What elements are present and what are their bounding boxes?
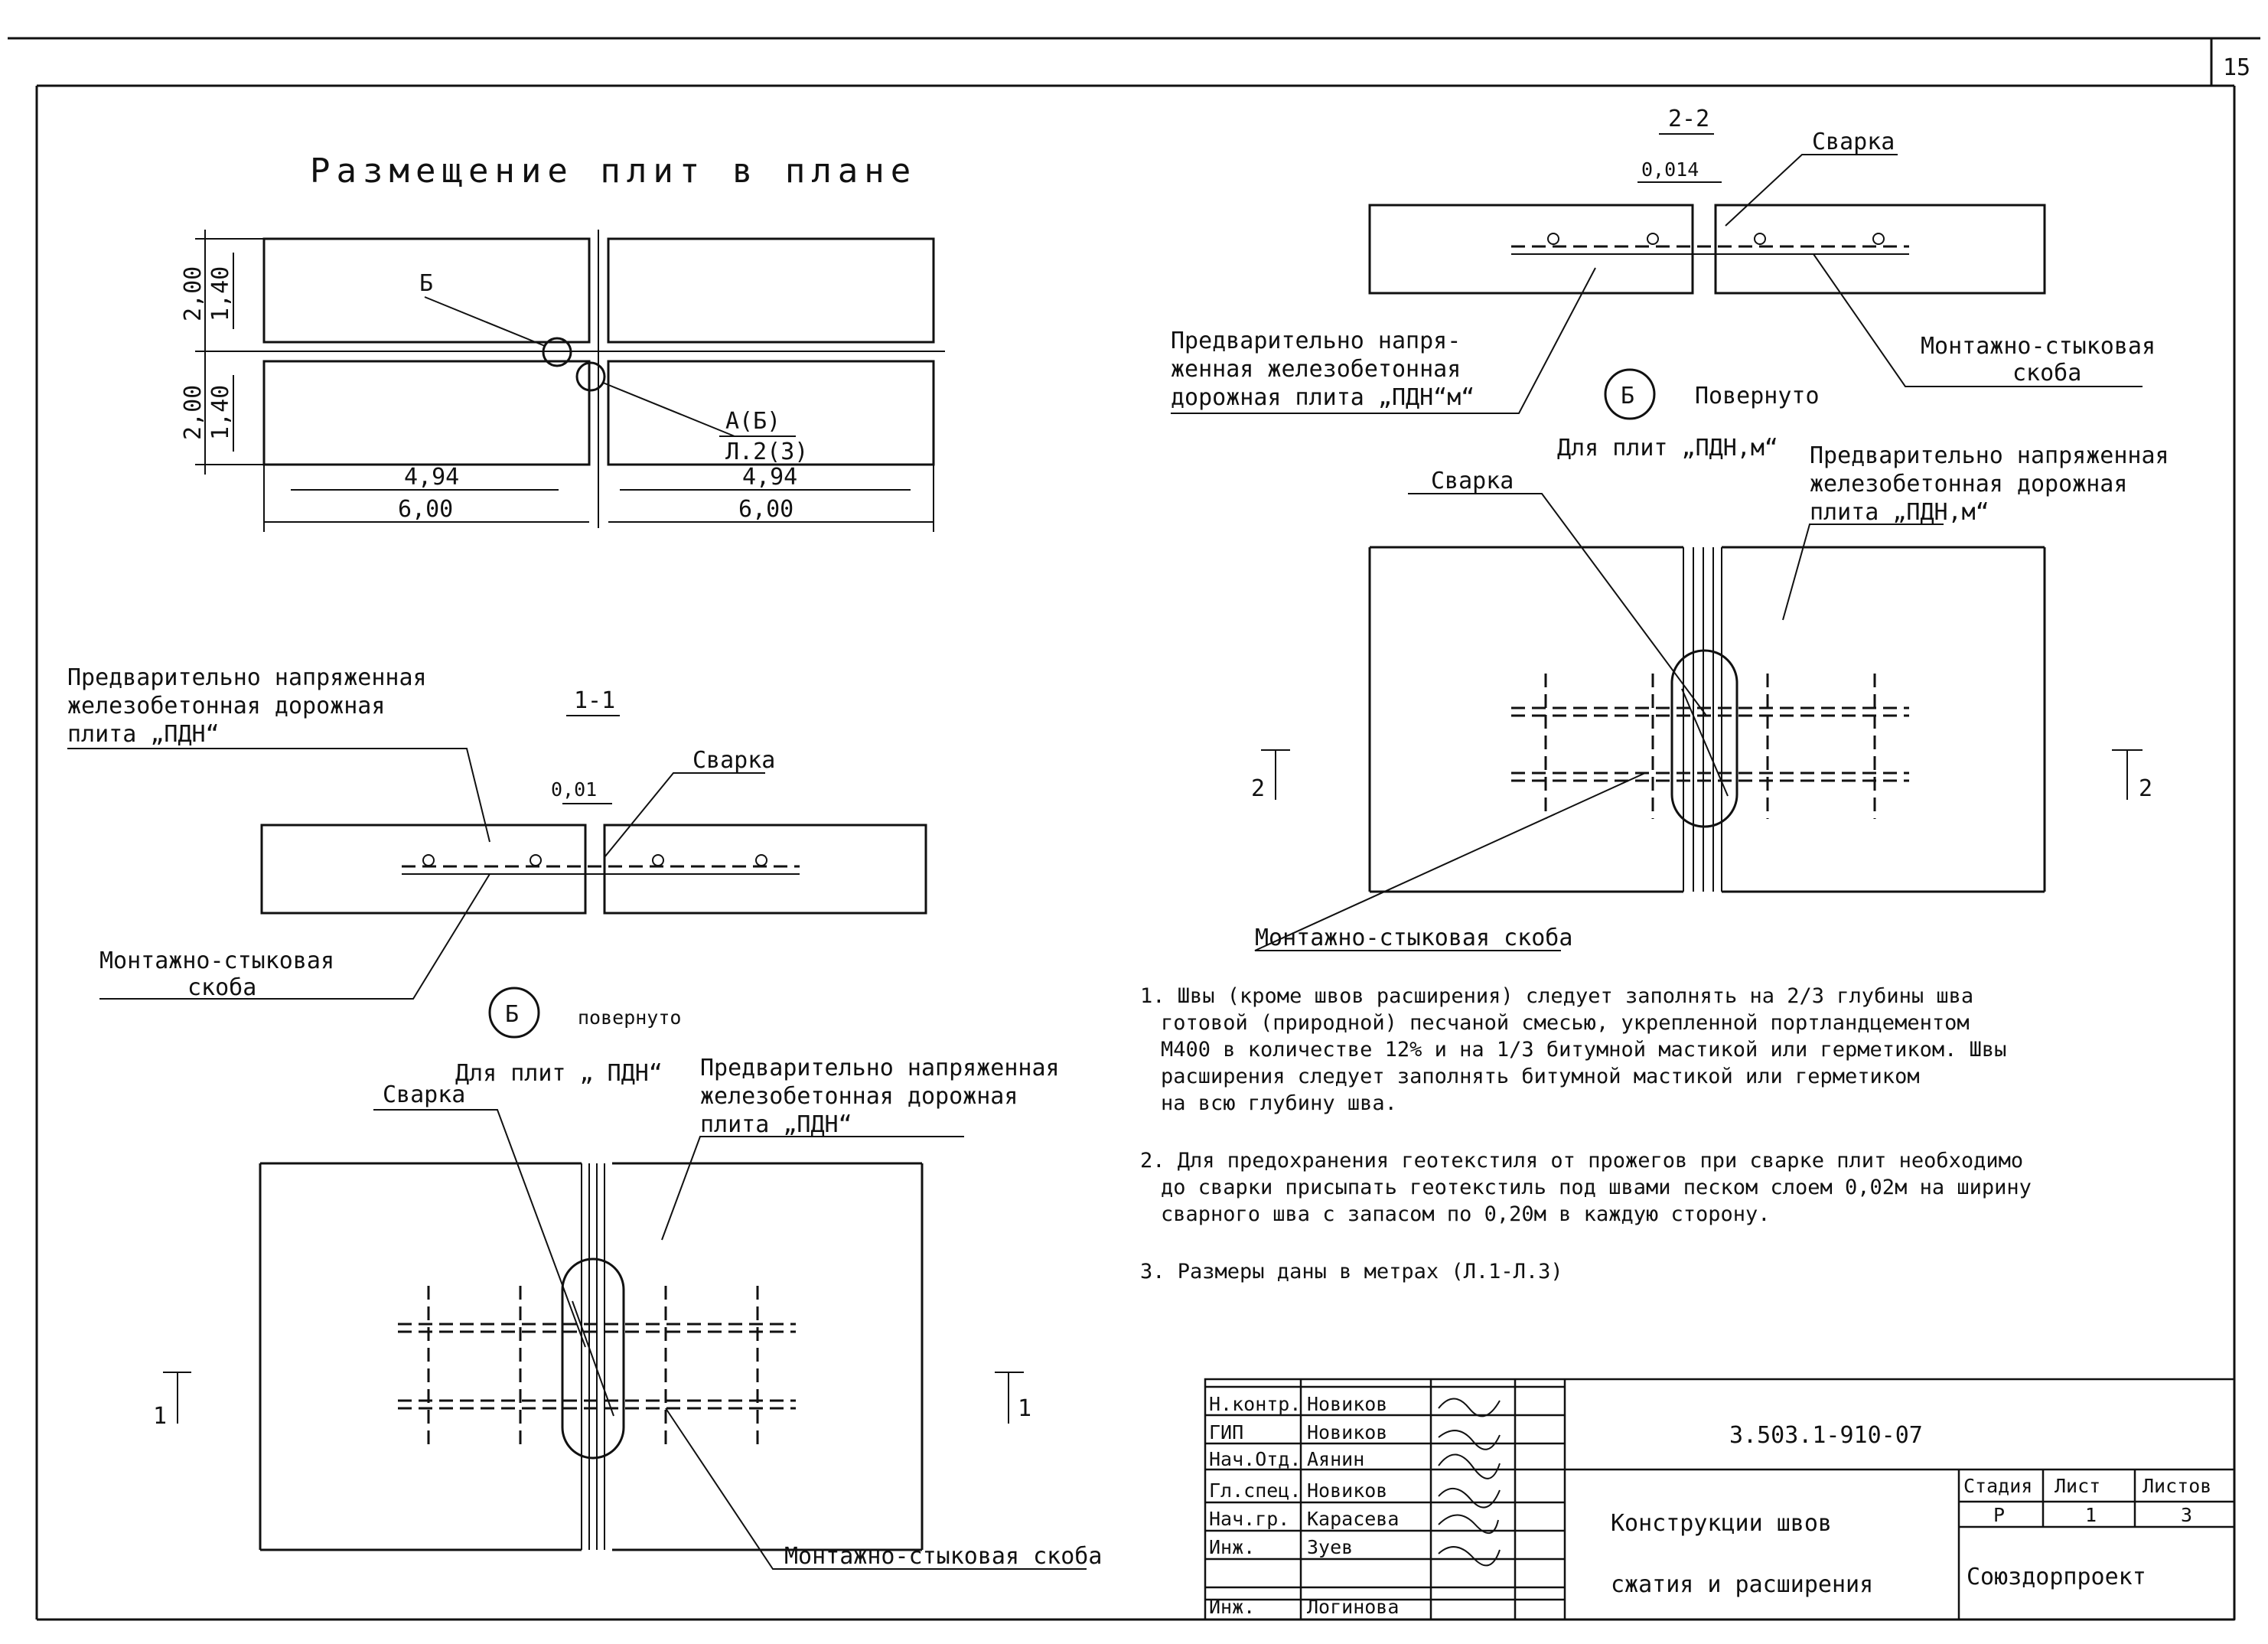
detail-b-pdn-bracket: Монтажно-стыковая скоба: [784, 1543, 1102, 1570]
section-2-2-title: 2-2: [1668, 106, 1709, 132]
role-4: Гл.спец.: [1209, 1479, 1301, 1502]
plan-dim-bottom-4: 6,00: [738, 496, 793, 523]
section-2-2-gap: 0,014: [1641, 158, 1699, 181]
section-2-2-plate-2: женная железобетонная: [1171, 356, 1461, 383]
role-3: Нач.Отд.: [1209, 1448, 1301, 1470]
plan-dim-left-2: 1,40: [207, 266, 234, 321]
plan-view: Размещение плит в плане 2,00 1,40 2,00 1…: [180, 152, 945, 532]
detail-b-pdn-rotated: повернуто: [578, 1006, 681, 1029]
role-6: Инж.: [1209, 1536, 1255, 1558]
note-1-line-4: расширения следует заполнять битумной ма…: [1161, 1065, 1920, 1088]
detail-b-pdn-plate-1: Предварительно напряженная: [700, 1055, 1060, 1081]
section-1-1-gap: 0,01: [551, 778, 597, 801]
plan-dim-left-4: 1,40: [207, 385, 234, 440]
drawing-title-1: Конструкции швов: [1611, 1510, 1832, 1537]
section-2-2-plate-3: дорожная плита „ПДН“м“: [1171, 384, 1475, 411]
section-2-2: 2-2 0,014 Сварка Предварительно напря- ж…: [1171, 106, 2156, 414]
stage-value: Р: [1993, 1504, 2005, 1526]
plan-dim-bottom-1: 4,94: [404, 464, 459, 491]
name-7: Логинова: [1307, 1596, 1399, 1618]
note-2-line-2: до сварки присыпать геотекстиль под швам…: [1161, 1176, 2032, 1199]
sheet-header: Лист: [2055, 1475, 2100, 1497]
plan-dim-bottom-3: 4,94: [742, 464, 797, 491]
detail-b-pdnm-plate-3: плита „ПДН,м“: [1810, 499, 1989, 526]
plan-title: Размещение плит в плане: [310, 152, 917, 191]
name-2: Новиков: [1307, 1421, 1387, 1443]
detail-b-pdn-weld: Сварка: [383, 1081, 465, 1108]
name-1: Новиков: [1307, 1393, 1387, 1415]
org-name: Союздорпроект: [1967, 1564, 2146, 1590]
detail-b-pdn-cut-right: 1: [1018, 1395, 1031, 1422]
sheets-value: 3: [2181, 1504, 2192, 1526]
sheet-number: 15: [2223, 54, 2250, 81]
sheets-header: Листов: [2143, 1475, 2211, 1497]
detail-b-pdnm-bracket: Монтажно-стыковая скоба: [1255, 925, 1572, 951]
plan-callout-b: Б: [419, 270, 433, 297]
section-2-2-weld: Сварка: [1812, 129, 1895, 155]
section-1-1-weld: Сварка: [692, 747, 775, 774]
section-1-1-title: 1-1: [574, 687, 615, 714]
detail-b-pdnm-cut-left: 2: [1251, 775, 1265, 802]
role-7: Инж.: [1209, 1596, 1255, 1618]
note-3-line-1: 3. Размеры даны в метрах (Л.1-Л.3): [1140, 1260, 1563, 1284]
detail-b-pdn-plate-2: железобетонная дорожная: [700, 1083, 1018, 1110]
section-1-1-plate-label-2: железобетонная дорожная: [67, 693, 385, 719]
detail-b-pdn-callout: Б: [505, 1001, 519, 1028]
section-1-1-bracket-1: Монтажно-стыковая: [99, 948, 334, 974]
stage-header: Стадия: [1963, 1475, 2032, 1497]
name-3: Аянин: [1307, 1448, 1364, 1470]
note-1-line-2: готовой (природной) песчаной смесью, укр…: [1161, 1011, 1970, 1035]
role-5: Нач.гр.: [1209, 1508, 1289, 1530]
detail-b-pdnm: Б Повернуто Для плит „ПДН,м“ Предварител…: [1251, 368, 2169, 951]
plan-dim-left-3: 2,00: [180, 385, 207, 440]
detail-b-pdnm-plate-1: Предварительно напряженная: [1810, 442, 2169, 469]
section-1-1-bracket-2: скоба: [187, 974, 256, 1001]
role-2: ГИП: [1209, 1421, 1243, 1443]
note-1-line-5: на всю глубину шва.: [1161, 1091, 1397, 1115]
detail-b-pdn-plate-3: плита „ПДН“: [700, 1111, 852, 1138]
plan-callout-a-top: А(Б): [725, 408, 780, 435]
section-1-1-plate-label-1: Предварительно напряженная: [67, 664, 427, 691]
plan-dim-left-1: 2,00: [180, 266, 207, 321]
note-2-line-3: сварного шва с запасом по 0,20м в каждую…: [1161, 1202, 1771, 1226]
note-1-line-1: 1. Швы (кроме швов расширения) следует з…: [1140, 984, 1973, 1008]
sheet-value: 1: [2085, 1504, 2097, 1526]
name-6: Зуев: [1307, 1536, 1353, 1558]
detail-b-pdn-cut-left: 1: [153, 1403, 167, 1430]
name-5: Карасева: [1307, 1508, 1399, 1530]
detail-b-pdnm-cut-right: 2: [2139, 775, 2152, 802]
detail-b-pdnm-weld: Сварка: [1431, 468, 1514, 494]
section-2-2-bracket-2: скоба: [2012, 360, 2081, 387]
detail-b-pdn-for: Для плит „ ПДН“: [455, 1060, 663, 1087]
sheet-frame: 15: [8, 37, 2260, 1621]
section-2-2-plate-1: Предварительно напря-: [1171, 328, 1461, 354]
note-2-line-1: 2. Для предохранения геотекстиля от прож…: [1140, 1149, 2023, 1173]
title-block-code: 3.503.1-910-07: [1729, 1422, 1923, 1449]
detail-b-pdnm-for: Для плит „ПДН,м“: [1557, 435, 1778, 462]
section-2-2-bracket-1: Монтажно-стыковая: [1921, 333, 2156, 360]
notes: 1. Швы (кроме швов расширения) следует з…: [1140, 984, 2032, 1284]
detail-b-pdnm-plate-2: железобетонная дорожная: [1810, 471, 2127, 497]
detail-b-pdnm-callout: Б: [1621, 383, 1634, 409]
note-1-line-3: М400 в количестве 12% и на 1/3 битумной …: [1161, 1038, 2006, 1062]
plan-callout-a-bottom: Л.2(3): [725, 439, 808, 465]
section-1-1: 1-1 Предварительно напряженная железобет…: [67, 664, 927, 1001]
name-4: Новиков: [1307, 1479, 1387, 1502]
detail-b-pdnm-rotated: Повернуто: [1695, 383, 1820, 409]
role-1: Н.контр.: [1209, 1393, 1301, 1415]
drawing-title-2: сжатия и расширения: [1611, 1571, 1873, 1598]
detail-b-pdn: Б повернуто Для плит „ ПДН“ Предваритель…: [153, 987, 1102, 1570]
signature-marks: [1438, 1398, 1501, 1567]
plan-dim-bottom-2: 6,00: [398, 496, 453, 523]
title-block: 3.503.1-910-07 Н.контр. Новиков ГИП Нови…: [1204, 1378, 2236, 1621]
section-1-1-plate-label-3: плита „ПДН“: [67, 721, 220, 748]
